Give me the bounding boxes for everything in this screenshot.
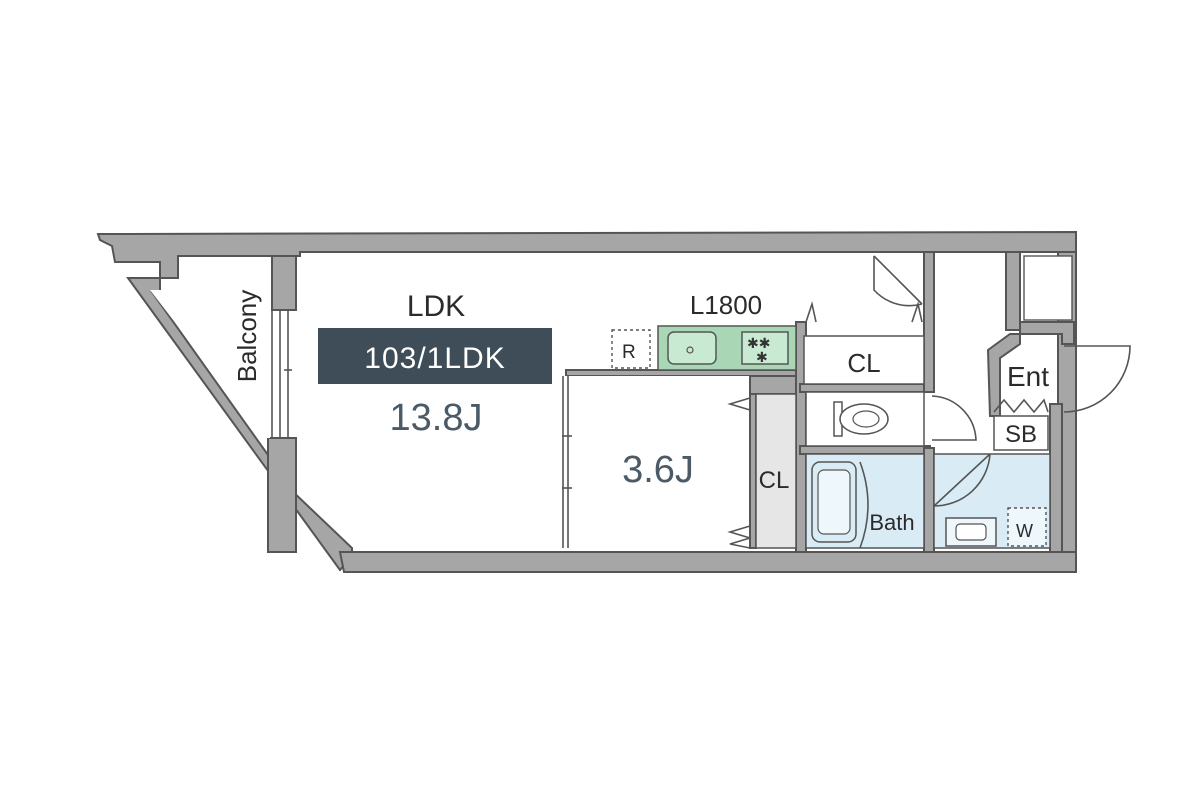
shoe-box <box>993 415 1049 451</box>
unit-badge <box>318 328 552 384</box>
unit-badge-text: 103/1LDK <box>364 342 505 375</box>
stove-icon <box>741 331 789 365</box>
closet-top-label: CL <box>847 348 880 378</box>
washbasin-icon <box>945 517 997 547</box>
ldk-label: LDK <box>407 290 465 323</box>
entrance-label: Ent <box>1007 361 1049 392</box>
ldk-area: 13.8J <box>390 397 483 439</box>
closet-bedroom-label: CL <box>759 467 790 494</box>
kitchen-length: L1800 <box>690 290 762 320</box>
washer-space <box>1007 507 1047 547</box>
shoe-box-label: SB <box>1005 421 1037 448</box>
fridge-label: R <box>622 342 636 363</box>
toilet-icon <box>833 401 889 437</box>
bathtub-icon <box>811 461 869 549</box>
svg-text:✱: ✱ <box>756 350 768 366</box>
svg-text:✱✱: ✱✱ <box>747 336 770 352</box>
washer-label: W <box>1016 521 1033 541</box>
bedroom-area: 3.6J <box>622 449 694 491</box>
door-swings <box>873 255 1131 507</box>
walls <box>96 230 1077 573</box>
bath-label: Bath <box>869 510 914 535</box>
closet-folding-door-marks <box>727 301 923 549</box>
fridge-space <box>611 329 651 369</box>
balcony-window <box>271 310 292 438</box>
balcony-label: Balcony <box>232 290 262 383</box>
bedroom-sliding-door <box>562 376 572 548</box>
kitchen-counter: ✱✱ ✱ <box>657 325 797 371</box>
